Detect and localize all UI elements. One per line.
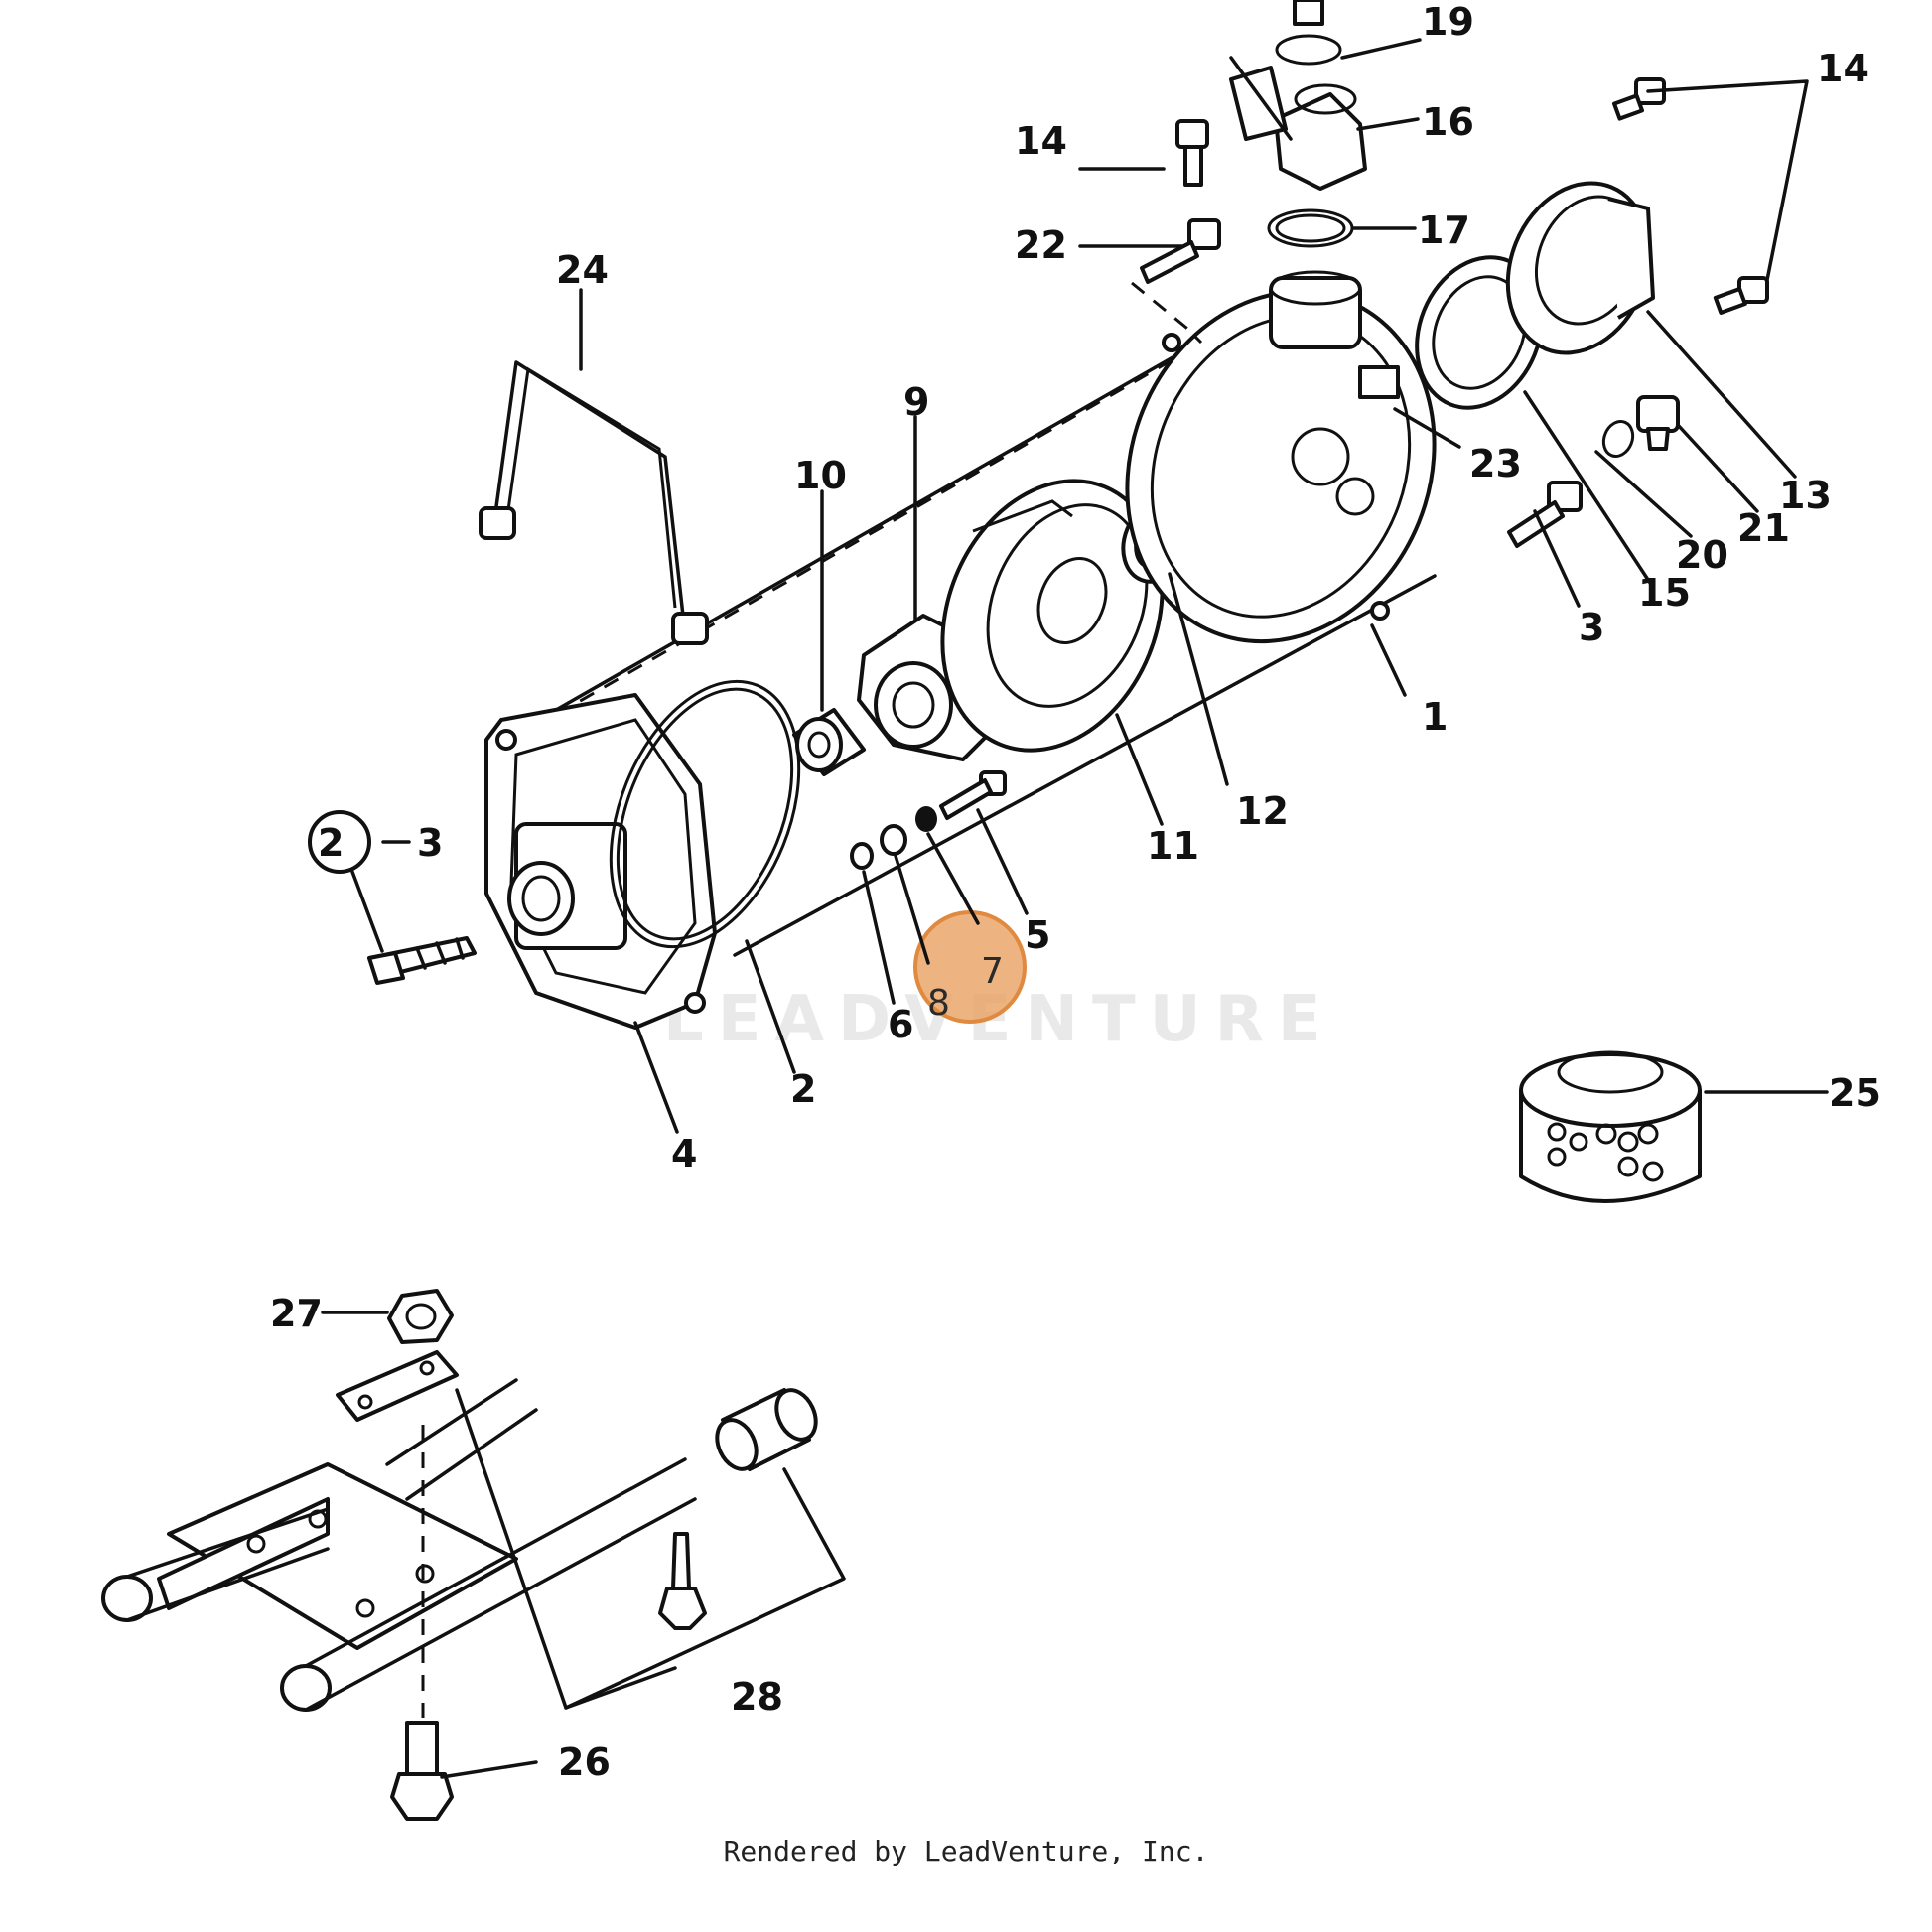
label-6: 6: [888, 1003, 913, 1046]
label-26: 26: [558, 1740, 611, 1784]
part-mount-sleeve[interactable]: [710, 1384, 824, 1475]
label-5: 5: [1025, 913, 1050, 957]
label-1: 1: [1422, 695, 1448, 739]
part-25-strainer[interactable]: [1519, 1050, 1702, 1203]
circled-reference-marker: [308, 810, 371, 874]
part-14-bolt-right-top[interactable]: [1611, 77, 1666, 121]
leader-28-bracket: [564, 1666, 677, 1710]
part-14-bolt-left[interactable]: [1175, 119, 1209, 187]
leader-frame-bracket: [455, 1388, 846, 1710]
part-5-screw[interactable]: [939, 770, 1007, 820]
label-28: 28: [731, 1675, 783, 1719]
label-27: 27: [270, 1292, 323, 1335]
part-21-plug[interactable]: [1636, 395, 1680, 451]
label-2: 2: [790, 1067, 816, 1111]
part-16-elbow[interactable]: [1229, 66, 1367, 191]
dash-22: [1131, 281, 1203, 345]
part-20-washer[interactable]: [1598, 417, 1637, 461]
part-8-washer[interactable]: [880, 824, 907, 856]
label-8: 8: [927, 983, 950, 1024]
part-3-shaft[interactable]: [367, 936, 477, 985]
part-28-stud[interactable]: [658, 1532, 707, 1630]
part-3-bolt-right[interactable]: [1507, 481, 1583, 548]
part-1-rear-housing[interactable]: [1075, 245, 1485, 688]
part-24-bracket[interactable]: [479, 360, 709, 645]
leader-2-shaft: [350, 870, 384, 953]
label-3-right: 3: [1579, 606, 1604, 649]
label-25: 25: [1829, 1071, 1881, 1115]
part-22-bolt[interactable]: [1140, 218, 1221, 284]
footer-credit: Rendered by LeadVenture, Inc.: [723, 1835, 1209, 1867]
label-12: 12: [1236, 789, 1289, 833]
part-mount-strap[interactable]: [336, 1350, 459, 1422]
label-21: 21: [1737, 506, 1790, 550]
part-14-bolt-right-bottom[interactable]: [1713, 276, 1769, 315]
label-20: 20: [1676, 533, 1728, 577]
label-2-circled: 2: [318, 821, 344, 865]
label-16: 16: [1422, 100, 1474, 144]
mount-frame[interactable]: [101, 1378, 697, 1712]
label-23: 23: [1469, 442, 1522, 485]
label-11: 11: [1147, 824, 1199, 868]
part-6-washer[interactable]: [850, 842, 874, 870]
label-22: 22: [1015, 223, 1067, 267]
label-9: 9: [903, 380, 929, 424]
part-2-oring[interactable]: [575, 653, 836, 974]
label-10: 10: [794, 454, 847, 497]
label-19: 19: [1422, 0, 1474, 44]
label-14-right: 14: [1817, 47, 1869, 90]
part-7-nut[interactable]: [915, 806, 937, 832]
part-4-front-housing[interactable]: [484, 693, 717, 1030]
leader-lines: [321, 38, 1829, 1779]
label-7: 7: [981, 951, 1004, 992]
part-17-gasket[interactable]: [1267, 208, 1354, 248]
part-10-plug[interactable]: [792, 708, 866, 776]
label-4: 4: [671, 1132, 697, 1175]
part-26-bolt[interactable]: [390, 1721, 454, 1821]
label-24: 24: [556, 248, 609, 292]
part-13-cover[interactable]: [1483, 162, 1674, 374]
label-17: 17: [1418, 208, 1470, 252]
part-19-gasket[interactable]: [1275, 0, 1342, 66]
label-15: 15: [1638, 571, 1691, 615]
part-27-nut[interactable]: [387, 1289, 454, 1344]
pump-cylinder-outline: [514, 336, 1437, 957]
label-13: 13: [1779, 474, 1832, 517]
label-14-left: 14: [1015, 119, 1067, 163]
part-11-impeller[interactable]: [903, 448, 1201, 783]
label-3: 3: [417, 821, 443, 865]
